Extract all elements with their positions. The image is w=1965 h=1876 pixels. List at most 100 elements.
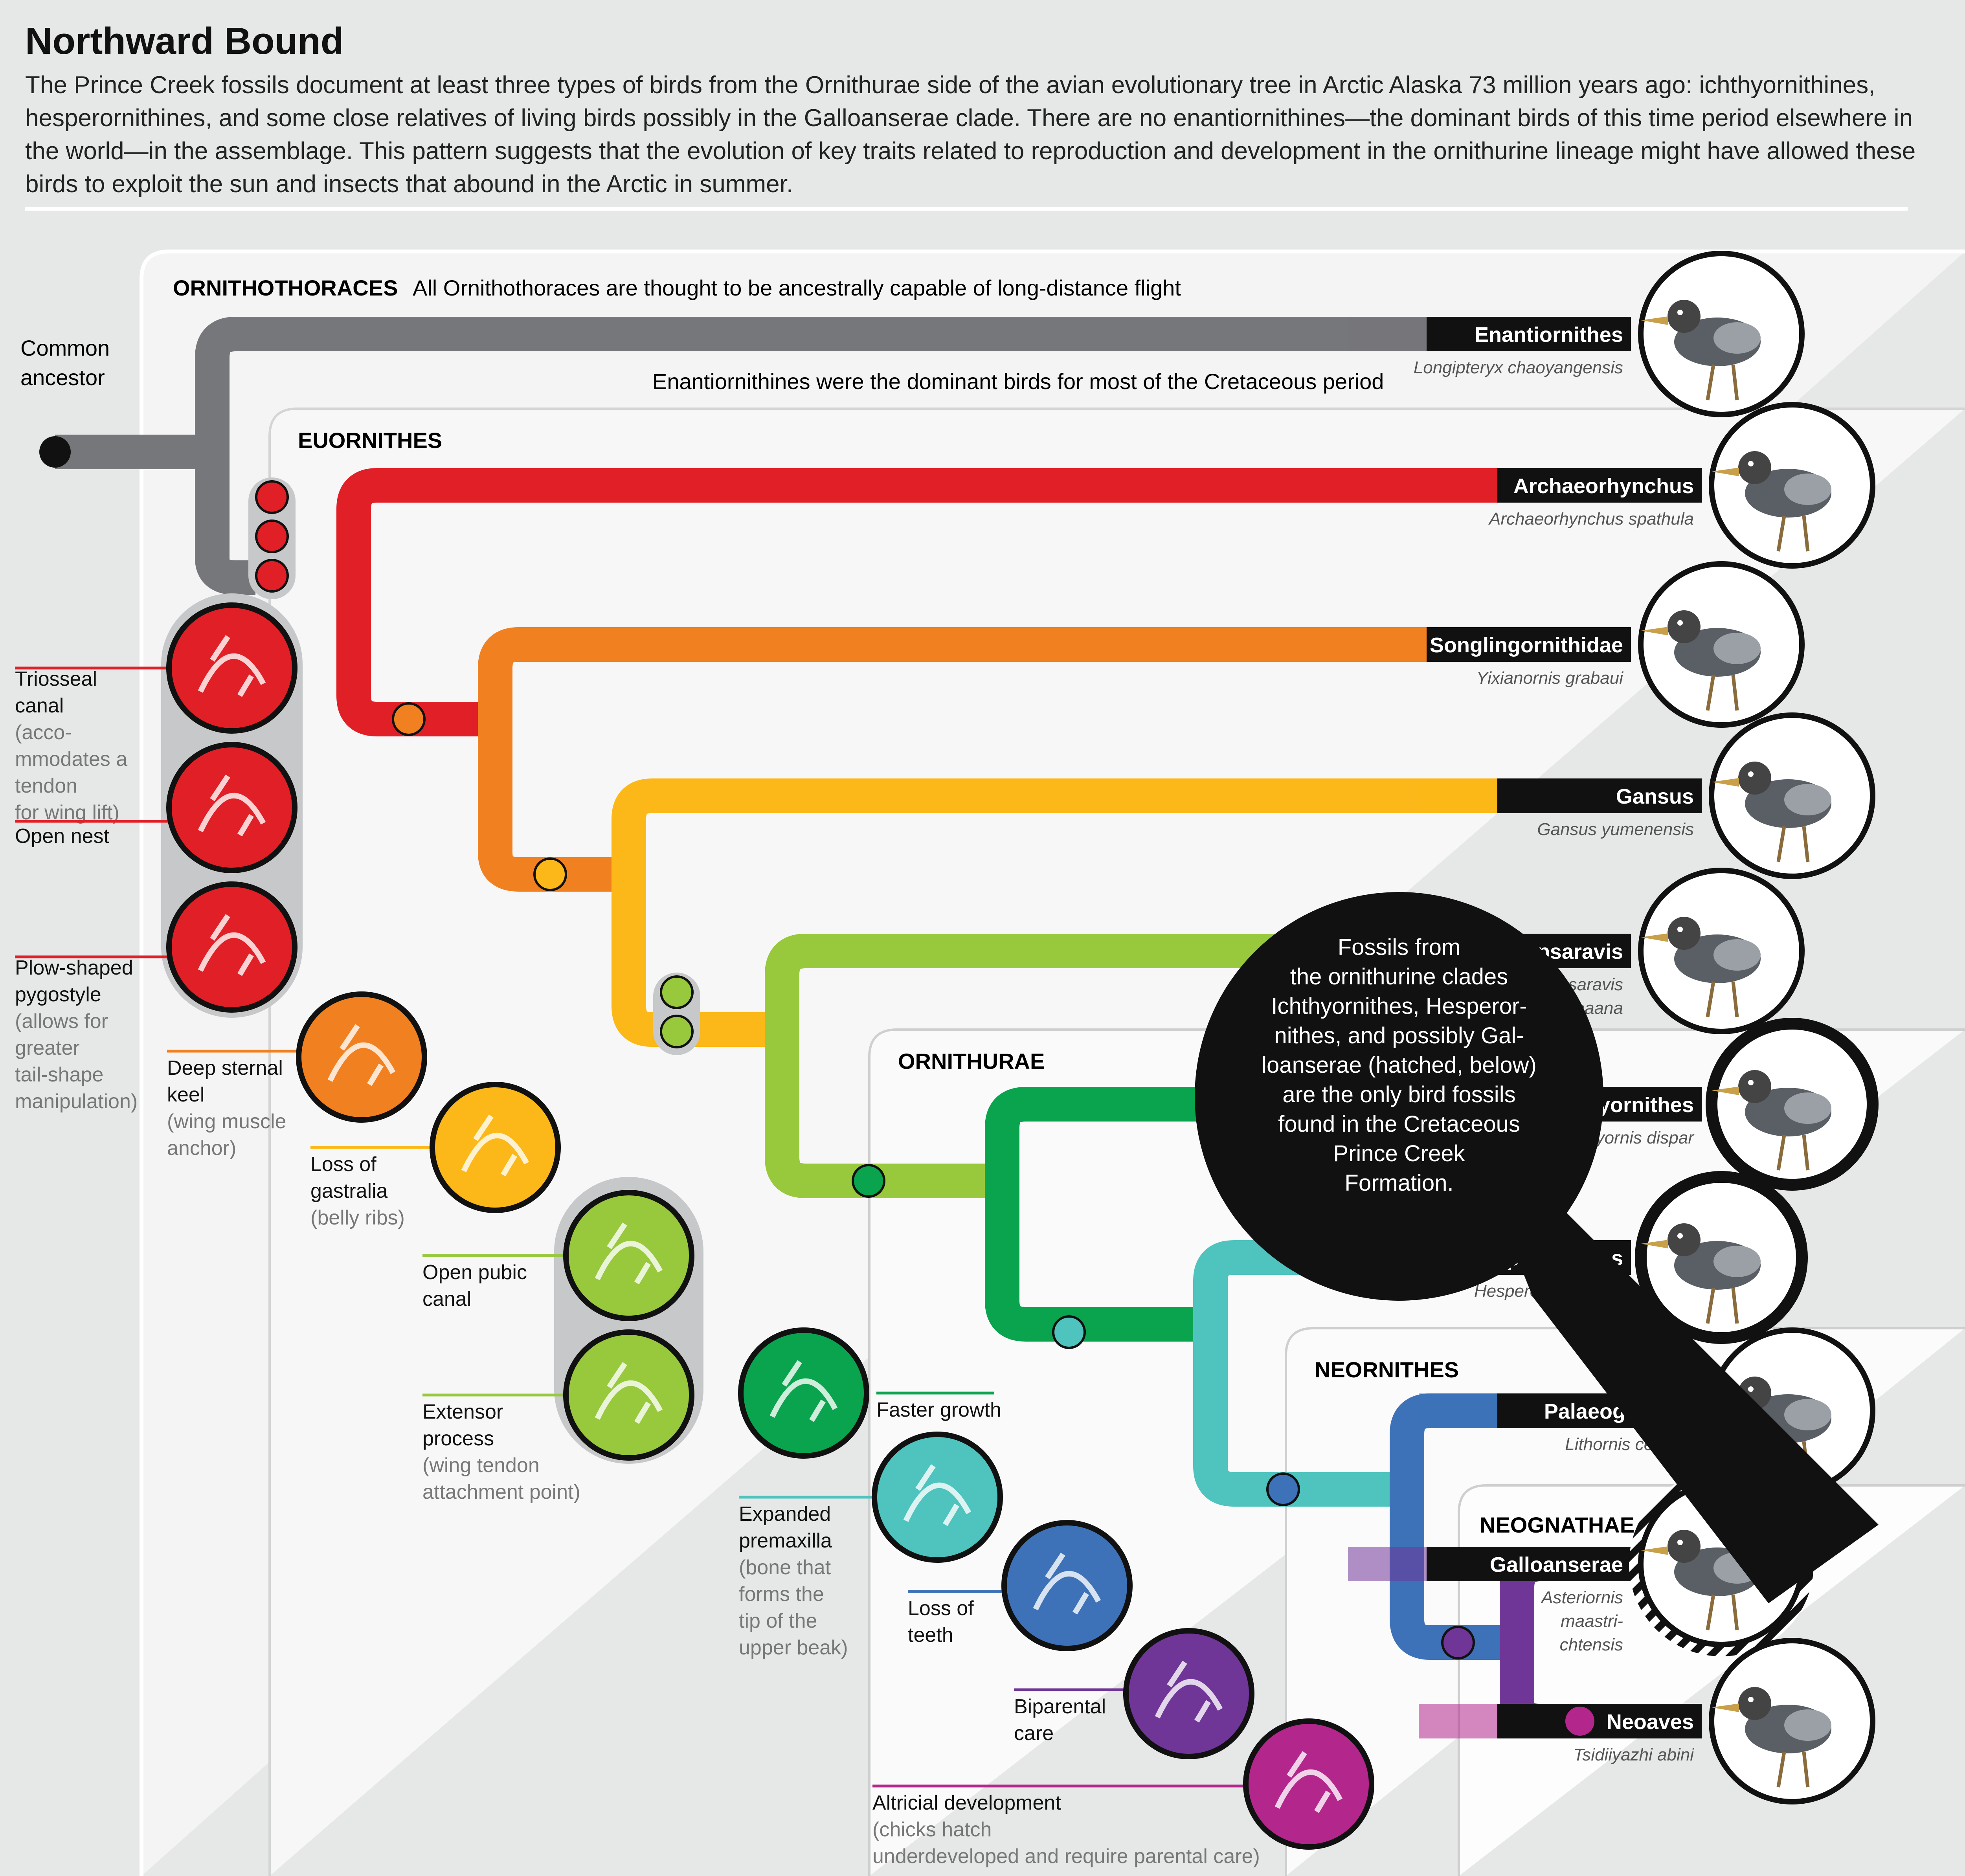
node-marker (533, 857, 567, 891)
trait-description: anchor) (167, 1137, 236, 1160)
trait-open-nest: Open nest (15, 742, 298, 873)
node-marker (392, 702, 426, 736)
trait-label: pygostyle (15, 983, 101, 1006)
trait-description: mmodates a (15, 748, 127, 771)
clade-label-neognathae: NEOGNATHAE (1480, 1513, 1634, 1537)
branch-hesperornithes (1193, 1240, 1556, 1507)
branch-apsaravis (765, 934, 1556, 1198)
trait-description: tail-shape (15, 1063, 103, 1086)
node-marker (1052, 1315, 1086, 1349)
trait-description: (chicks hatch (872, 1818, 992, 1841)
trait-label: Open pubic (422, 1261, 527, 1284)
trait-label: gastralia (310, 1180, 388, 1202)
trait-label: canal (422, 1288, 471, 1311)
node-marker (660, 1015, 694, 1048)
trait-label: Triosseal (15, 668, 97, 690)
woodpecker-like-bird-icon (1638, 868, 1805, 1034)
callout-line: loanserae (hatched, below) (1262, 1052, 1537, 1078)
trait-label: Deep sternal (167, 1057, 283, 1079)
trait-description: (wing tendon (422, 1454, 540, 1477)
root-label-2: ancestor (20, 365, 105, 390)
trait-gastralia: Loss of gastralia (belly ribs) (310, 1082, 561, 1229)
mousebird-icon (1709, 1638, 1875, 1804)
taxon-tag-fade (1419, 1704, 1497, 1738)
trait-label: Open nest (15, 825, 109, 848)
trait-description: (belly ribs) (310, 1206, 405, 1229)
taxon-species-3: chtensis (1560, 1635, 1623, 1654)
taxon-tag-bg (1427, 317, 1631, 351)
perching-bird-icon (1638, 561, 1805, 728)
toothless-beak-icon (1001, 1520, 1133, 1651)
skull-beak-icon (872, 1432, 1003, 1563)
callout-line: found in the Cretaceous (1278, 1111, 1520, 1137)
trait-description: manipulation) (15, 1090, 138, 1113)
taxon-species-2: maastri- (1561, 1612, 1623, 1631)
trait-description: (bone that (739, 1556, 831, 1579)
trait-description: attachment point) (422, 1481, 580, 1503)
trait-description: underdeveloped and require parental care… (872, 1845, 1260, 1868)
taxon-tag-fade (1348, 317, 1427, 351)
taxon-species: Yixianornis grabaui (1477, 668, 1624, 688)
nest-eggs-icon (166, 742, 298, 873)
wing-bone-icon (563, 1329, 694, 1461)
branch-enantiornithes (195, 317, 1556, 595)
taxon-group-name: Songlingornithidae (1430, 633, 1623, 657)
branch-gansus (612, 778, 1556, 1047)
callout-line: are the only bird fossils (1282, 1082, 1515, 1107)
trait-label: keel (167, 1083, 204, 1106)
trait-description: (wing muscle (167, 1110, 286, 1133)
taxon-group-name: Enantiornithes (1475, 323, 1623, 347)
trait-label: Expanded (739, 1503, 831, 1525)
long-legged-bird-icon (1709, 402, 1875, 569)
kingfisher-like-bird-icon (1638, 251, 1805, 417)
hatchling-icon (1243, 1718, 1374, 1850)
trait-label: Plow-shaped (15, 956, 133, 979)
two-parents-nest-icon (1123, 1628, 1254, 1759)
taxon-species: Archaeorhynchus spathula (1488, 509, 1694, 529)
taxon-tag-bg (1427, 627, 1631, 662)
trait-description: (acco- (15, 721, 72, 744)
callout-line: Ichthyornithes, Hesperor- (1271, 993, 1527, 1019)
clade-label-euornithes: EUORNITHES (298, 428, 442, 453)
trait-description: upper beak) (739, 1636, 848, 1659)
callout-line: Fossils from (1338, 934, 1461, 960)
trait-label: Faster growth (876, 1399, 1001, 1421)
trait-label: teeth (908, 1624, 953, 1647)
callout-line: the ornithurine clades (1290, 964, 1508, 989)
branch-songling (478, 627, 1556, 892)
swimming-bird-icon (1635, 1171, 1808, 1344)
intro-paragraph: The Prince Creek fossils document at lea… (25, 72, 1916, 198)
trait-label: Altricial development (872, 1792, 1061, 1814)
taxon-group-name: Gansus (1616, 785, 1694, 808)
clade-label-ornithothoraces: ORNITHOTHORACES (173, 275, 398, 300)
clade-label-neornithes: NEORNITHES (1315, 1357, 1459, 1382)
node-marker (1563, 1704, 1597, 1738)
pelvis-icon (563, 1190, 694, 1321)
trait-label: canal (15, 694, 64, 717)
taxon-species: Longipteryx chaoyangensis (1414, 358, 1623, 377)
taxon-portraits (1629, 251, 1879, 1804)
taxon-tag-fade (1348, 1547, 1427, 1581)
trait-label: Loss of (310, 1153, 376, 1176)
header-divider (25, 207, 1908, 211)
taxon-species: Tsidiiyazhi abini (1573, 1745, 1694, 1764)
node-marker (255, 559, 289, 593)
taxon-tag-bg (1497, 1704, 1702, 1738)
taxon-species: Asteriornis (1540, 1588, 1623, 1607)
sternal-keel-icon (296, 991, 427, 1123)
page-title: Northward Bound (25, 20, 344, 62)
node-marker (255, 519, 289, 553)
